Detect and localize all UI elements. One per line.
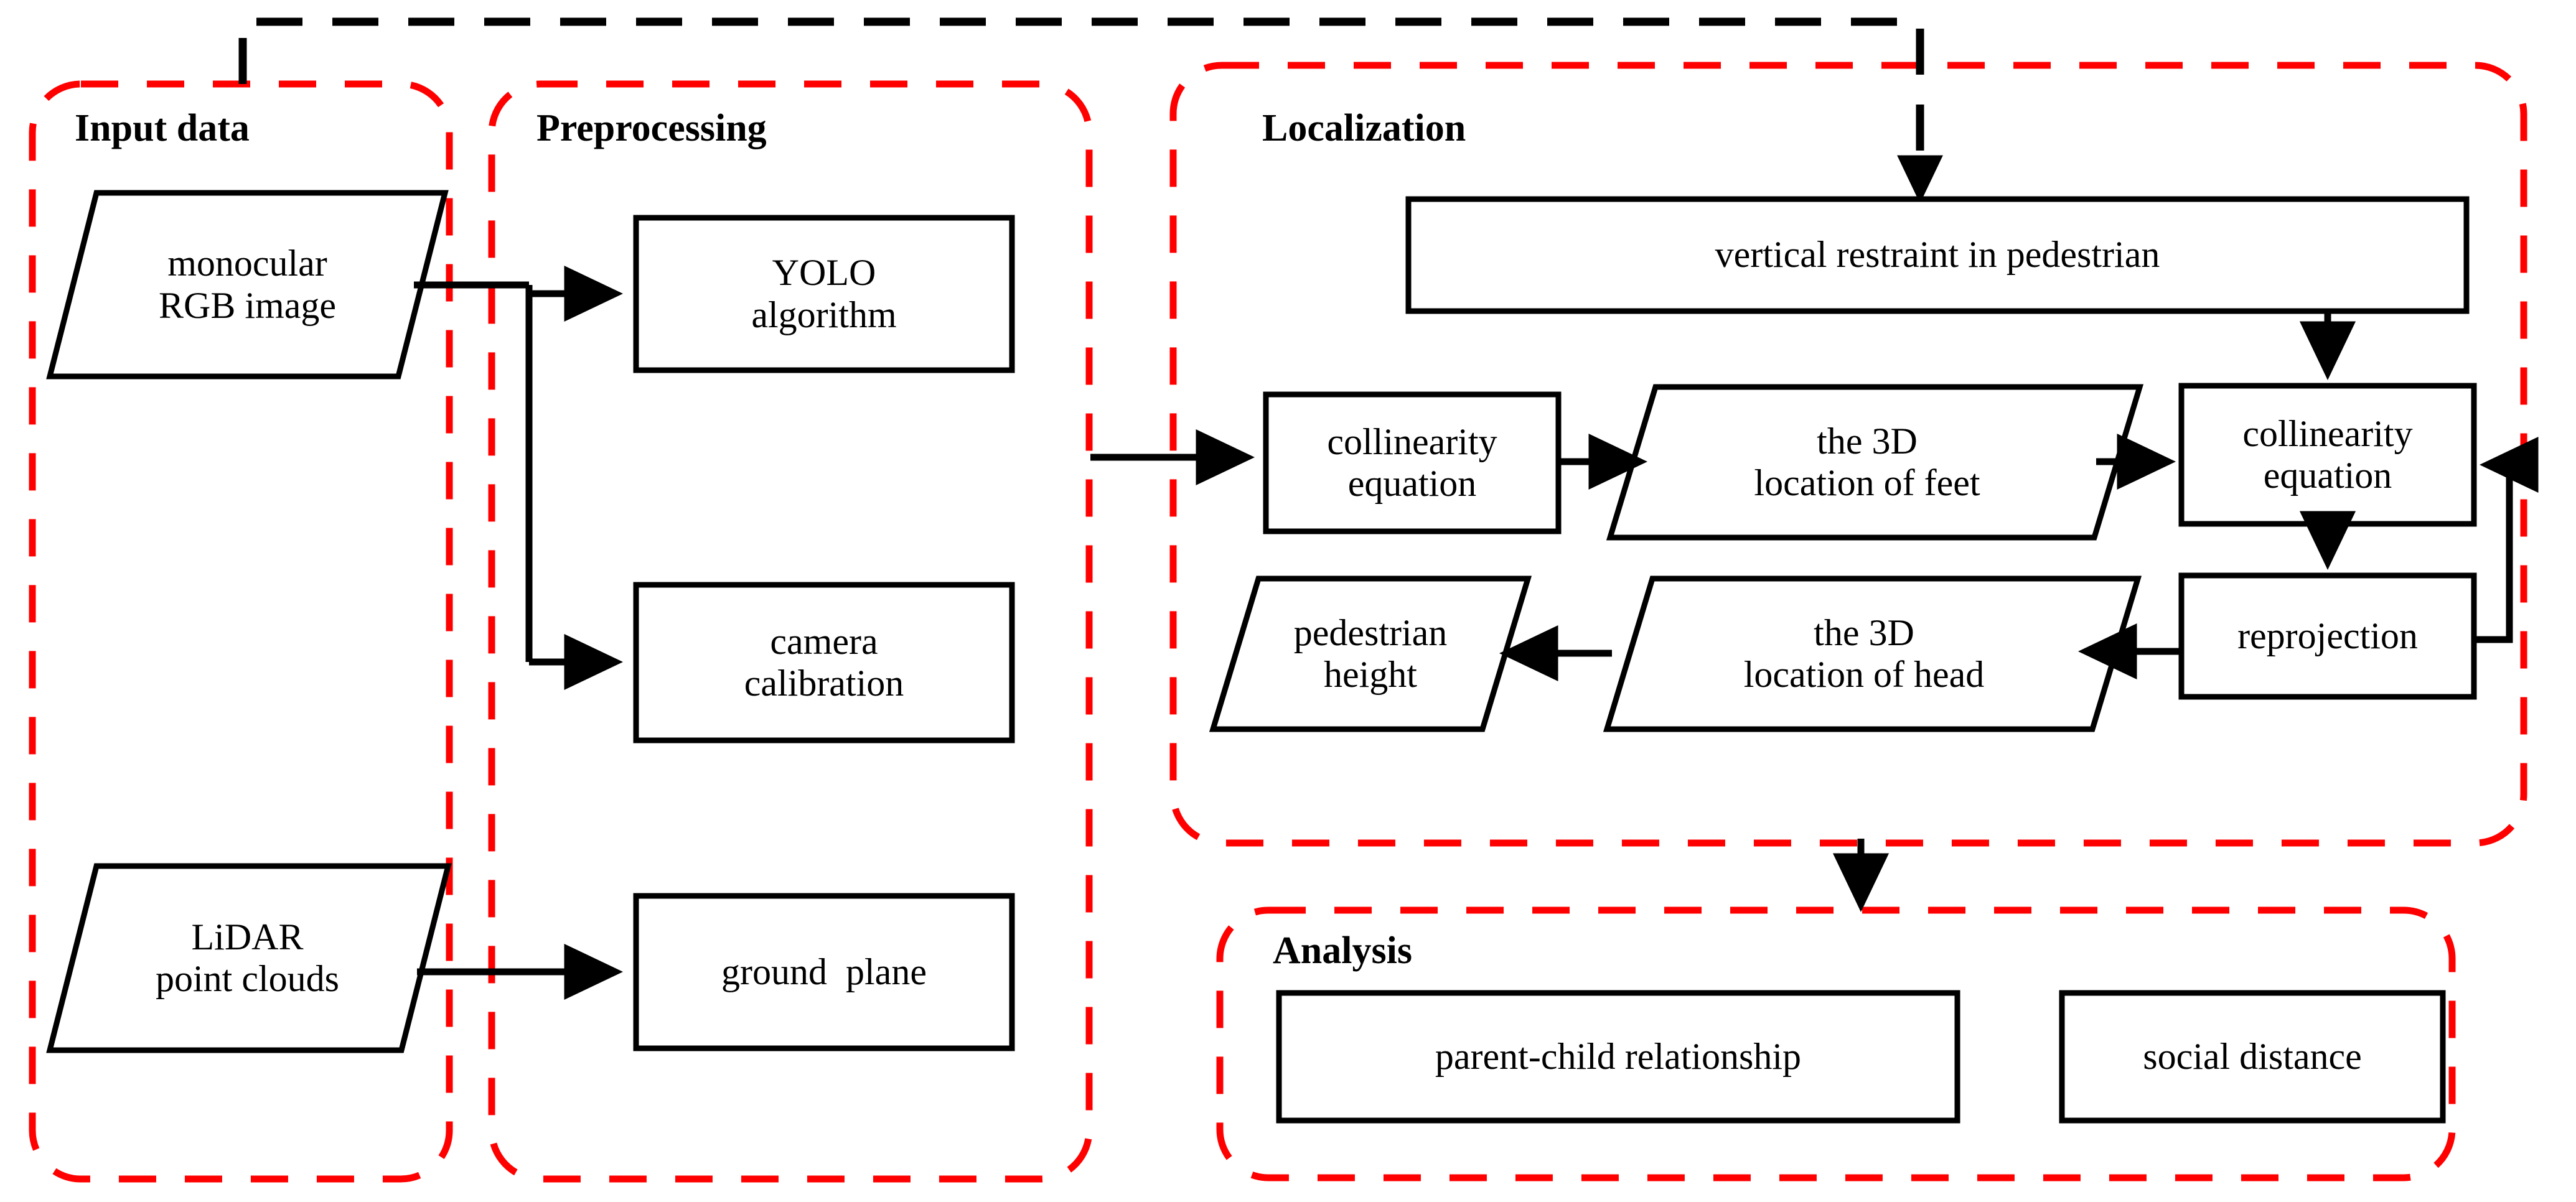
group-title-preprocessing: Preprocessing — [536, 107, 767, 149]
node-the-3d-location-of-head-shape[interactable] — [1603, 575, 2142, 732]
node-vertical-restraint-shape[interactable] — [1405, 196, 2470, 314]
node-reprojection-shape[interactable] — [2178, 572, 2477, 700]
node-lidar-point-clouds-shape[interactable] — [46, 863, 452, 1053]
node-social-distance-shape[interactable] — [2059, 990, 2446, 1124]
node-collinearity-equation-head-shape[interactable] — [2178, 383, 2477, 527]
group-title-localization: Localization — [1262, 107, 1466, 149]
group-title-input-data: Input data — [75, 107, 250, 149]
node-monocular-rgb-image-shape[interactable] — [46, 190, 449, 380]
group-title-analysis: Analysis — [1273, 929, 1412, 972]
edge-input-to-vertical-restraint — [238, 17, 1924, 187]
node-parent-child-relationship-shape[interactable] — [1276, 990, 1960, 1124]
node-collinearity-equation-feet-shape[interactable] — [1263, 391, 1562, 534]
node-yolo-algorithm-shape[interactable] — [633, 215, 1015, 373]
group-box-preprocessing — [488, 80, 1093, 1183]
node-the-3d-location-of-feet-shape[interactable] — [1606, 384, 2144, 541]
node-ground-plane-shape[interactable] — [633, 893, 1015, 1051]
node-camera-calibration-shape[interactable] — [633, 582, 1015, 743]
node-pedestrian-height-shape[interactable] — [1209, 575, 1532, 732]
edge-reprojection-feedback-loop — [2474, 436, 2539, 643]
